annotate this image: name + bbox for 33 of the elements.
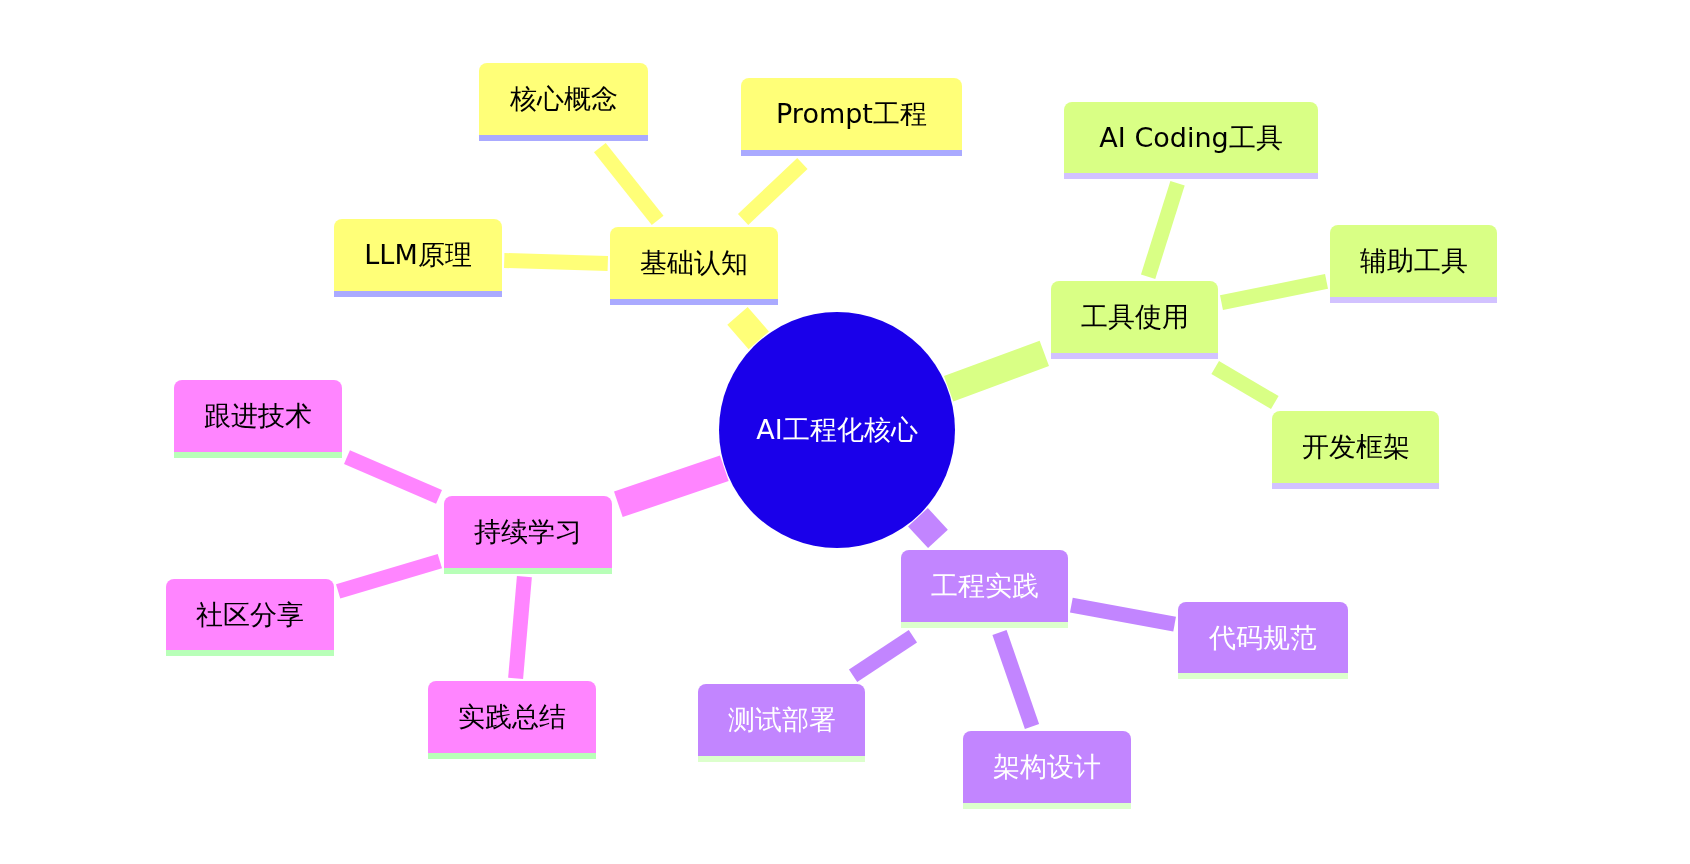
leaf-topic: AI Coding工具	[1064, 102, 1318, 179]
branch-line	[1211, 361, 1279, 409]
branch-line	[504, 253, 608, 271]
leaf-topic: 架构设计	[963, 731, 1131, 809]
leaf-topic: 实践总结	[428, 681, 596, 759]
branch-topic: 基础认知	[610, 227, 778, 305]
branch-line	[1220, 274, 1328, 310]
branch-topic: 工具使用	[1051, 281, 1218, 359]
branch-line	[614, 455, 729, 518]
branch-line	[908, 508, 948, 548]
branch-topic: 工程实践	[901, 550, 1068, 628]
branch-line	[1140, 181, 1185, 279]
leaf-topic: 核心概念	[479, 63, 648, 141]
leaf-topic: LLM原理	[334, 219, 502, 297]
leaf-topic: 社区分享	[166, 579, 334, 656]
branch-line	[992, 630, 1040, 729]
branch-line	[594, 143, 664, 225]
branch-line	[508, 576, 532, 679]
leaf-topic: 代码规范	[1178, 602, 1348, 679]
leaf-topic: Prompt工程	[741, 78, 962, 156]
branch-line	[848, 630, 918, 682]
leaf-topic: 跟进技术	[174, 380, 342, 458]
branch-line	[336, 553, 442, 599]
branch-line	[727, 307, 769, 350]
branch-line	[344, 450, 442, 504]
leaf-topic: 辅助工具	[1330, 225, 1497, 303]
leaf-topic: 开发框架	[1272, 411, 1439, 489]
branch-line	[1070, 597, 1176, 632]
branch-line	[943, 340, 1050, 402]
leaf-topic: 测试部署	[698, 684, 865, 762]
branch-line	[737, 158, 808, 225]
branch-topic: 持续学习	[444, 496, 612, 574]
central-topic: AI工程化核心	[719, 312, 955, 548]
